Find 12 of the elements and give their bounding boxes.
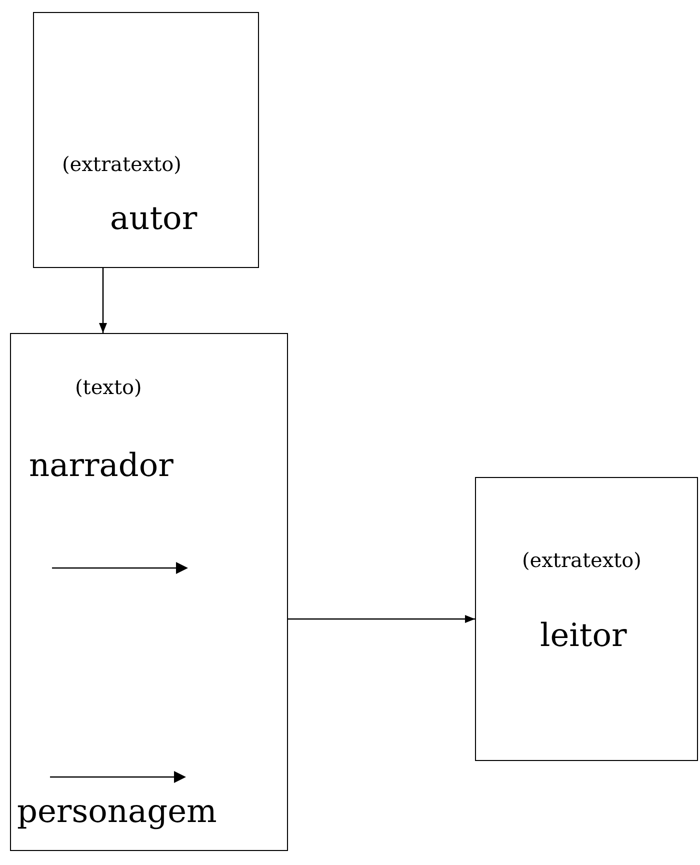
parenthetical-label: (texto) [75,375,142,399]
node-title: personagem [17,792,217,830]
node-title: leitor [540,616,627,654]
parenthetical-label: (extratexto) [62,152,182,176]
node-title: narrador [29,446,174,484]
parenthetical-label: (extratexto) [522,548,642,572]
node-title: autor [110,199,198,238]
arrow [288,615,475,623]
text-box [10,333,288,851]
text-box [33,12,259,268]
text-box [475,477,698,761]
arrow [99,268,107,333]
